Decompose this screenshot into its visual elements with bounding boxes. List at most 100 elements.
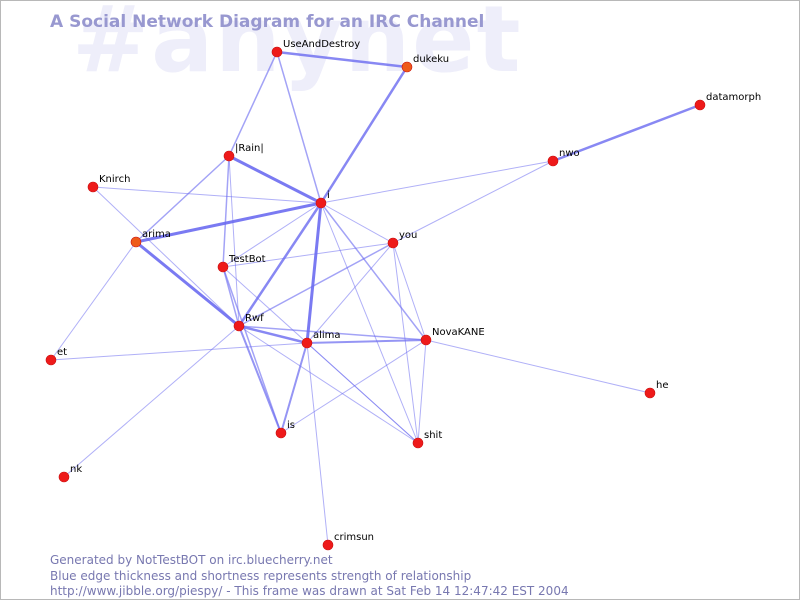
edge-rain-arima xyxy=(135,155,230,243)
edge-nwo-you xyxy=(392,160,554,244)
edge-arima-i xyxy=(134,201,323,244)
node-is: is xyxy=(275,420,295,439)
node-label: arima xyxy=(142,229,171,240)
node-shit: shit xyxy=(412,430,442,449)
node-dot xyxy=(217,261,229,273)
node-dot xyxy=(412,437,424,449)
edge-novakane-he xyxy=(425,339,651,394)
edge-i-novakane xyxy=(320,202,427,341)
node-label: NovaKANE xyxy=(432,327,485,338)
node-dot xyxy=(547,155,559,167)
node-rwf: Rwf xyxy=(233,313,264,332)
node-datamorph: datamorph xyxy=(694,92,761,111)
footer-legend: Blue edge thickness and shortness repres… xyxy=(50,569,472,583)
node-dot xyxy=(87,181,99,193)
node-testbot: TestBot xyxy=(217,254,266,273)
edge-rwf-nk xyxy=(63,325,240,478)
node-label: Rwf xyxy=(245,313,264,324)
node-dot xyxy=(694,99,706,111)
edge-i-knirch xyxy=(92,186,322,204)
node-i: i xyxy=(315,190,330,209)
edge-rain-i xyxy=(227,154,323,205)
node-dot xyxy=(644,387,656,399)
edge-useanddestroy-rain xyxy=(228,51,278,157)
footer-generated-by: Generated by NotTestBOT on irc.bluecherr… xyxy=(50,553,333,567)
node-dot xyxy=(233,320,245,332)
node-knirch: Knirch xyxy=(87,174,130,193)
edge-testbot-shit xyxy=(222,266,419,444)
node-et: et xyxy=(45,347,67,366)
node-label: et xyxy=(57,347,67,358)
node-dot xyxy=(322,539,334,551)
edge-dukeku-i xyxy=(319,65,409,205)
node-label: dukeku xyxy=(413,54,449,65)
node-dot xyxy=(420,334,432,346)
node-crimsun: crimsun xyxy=(322,532,374,551)
node-label: TestBot xyxy=(228,254,266,265)
edge-you-alima xyxy=(306,242,394,344)
node-nk: nk xyxy=(58,464,82,483)
node-label: i xyxy=(327,190,330,201)
edge-i-rwf xyxy=(237,201,323,328)
edge-novakane-shit xyxy=(417,339,427,444)
edge-i-alima xyxy=(305,201,323,345)
node-label: Knirch xyxy=(99,174,130,185)
node-dot xyxy=(271,46,283,58)
node-rain: |Rain| xyxy=(223,143,264,162)
node-label: UseAndDestroy xyxy=(283,39,360,50)
edge-you-testbot xyxy=(222,242,394,268)
edge-rain-rwf xyxy=(228,155,240,327)
node-label: |Rain| xyxy=(235,143,264,154)
edge-novakane-is xyxy=(280,339,427,434)
node-dot xyxy=(387,237,399,249)
edge-rwf-shit xyxy=(238,325,419,444)
node-dot xyxy=(315,197,327,209)
edge-et-alima xyxy=(50,342,308,361)
node-label: nk xyxy=(70,464,82,475)
node-dot xyxy=(45,354,57,366)
node-label: he xyxy=(656,380,669,391)
edge-i-shit xyxy=(320,202,419,444)
nodes-layer: UseAndDestroy dukeku datamorph nwo |Rain| Kni… xyxy=(45,39,761,551)
node-dot xyxy=(275,427,287,439)
node-label: shit xyxy=(424,430,442,441)
node-label: crimsun xyxy=(334,532,374,543)
node-novakane: NovaKANE xyxy=(420,327,485,346)
edge-et-arima xyxy=(50,241,137,361)
edge-you-rwf xyxy=(238,242,394,327)
edge-alima-novakane xyxy=(306,339,427,344)
diagram-title: A Social Network Diagram for an IRC Chan… xyxy=(50,12,485,32)
node-label: you xyxy=(399,230,417,241)
edge-alima-crimsun xyxy=(306,342,329,546)
node-useanddestroy: UseAndDestroy xyxy=(271,39,360,58)
edge-you-novakane xyxy=(392,242,427,341)
node-label: datamorph xyxy=(706,92,761,103)
footer-url: http://www.jibble.org/piespy/ - This fra… xyxy=(50,584,569,598)
node-dot xyxy=(58,471,70,483)
edges-layer xyxy=(50,50,702,546)
edge-you-shit xyxy=(392,242,419,444)
edge-knirch-rwf xyxy=(92,186,240,327)
edge-useanddestroy-i xyxy=(276,51,322,204)
edge-arima-rwf xyxy=(134,240,241,328)
node-label: is xyxy=(287,420,295,431)
node-dot xyxy=(301,337,313,349)
node-he: he xyxy=(644,380,669,399)
edge-rwf-alima xyxy=(237,324,309,345)
edge-testbot-is xyxy=(222,266,282,434)
node-nwo: nwo xyxy=(547,148,580,167)
node-dukeku: dukeku xyxy=(401,54,449,73)
node-arima: arima xyxy=(130,229,171,248)
edge-i-nwo xyxy=(320,160,554,204)
edge-rain-testbot xyxy=(222,155,230,268)
edge-alima-is xyxy=(280,342,308,434)
node-dot xyxy=(401,61,413,73)
node-dot xyxy=(223,150,235,162)
node-label: alima xyxy=(313,330,341,341)
node-label: nwo xyxy=(559,148,580,159)
edge-datamorph-nwo xyxy=(551,103,702,163)
edge-useanddestroy-dukeku xyxy=(275,50,409,69)
node-alima: alima xyxy=(301,330,341,349)
edge-i-you xyxy=(320,202,394,244)
